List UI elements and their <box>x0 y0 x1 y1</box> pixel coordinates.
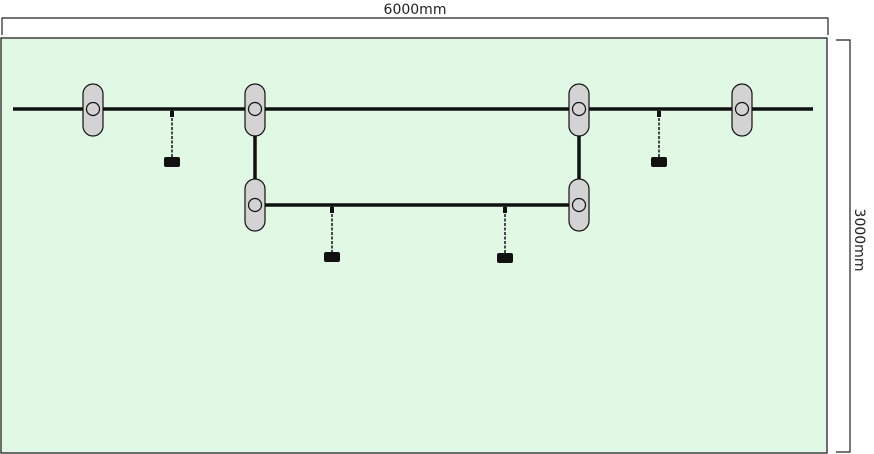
width-dimension: 6000mm <box>1 2 829 35</box>
pendant-light <box>497 205 513 263</box>
track-connector <box>568 83 590 137</box>
pendant-light <box>324 205 340 262</box>
height-dimension: 3000mm <box>836 39 867 453</box>
pendant-lamp <box>324 252 340 262</box>
width-dimension-label: 6000mm <box>384 2 447 18</box>
pendant-lamp <box>497 253 513 263</box>
track-connector <box>82 83 104 137</box>
pendant-canopy <box>503 207 507 213</box>
pendant-canopy <box>657 111 661 117</box>
pendant-canopy <box>170 111 174 117</box>
track-connector <box>244 83 266 137</box>
track-connector <box>244 178 266 232</box>
pendants <box>164 109 667 263</box>
width-dimension-line <box>1 17 829 35</box>
height-dimension-line <box>836 39 851 453</box>
room-floor-area <box>0 37 828 454</box>
track-connector <box>568 178 590 232</box>
track-connector <box>731 83 753 137</box>
pendant-light <box>651 109 667 167</box>
track-connectors <box>82 83 753 232</box>
pendant-lamp <box>164 157 180 167</box>
height-dimension-label: 3000mm <box>851 209 867 272</box>
pendant-light <box>164 109 180 167</box>
pendant-canopy <box>330 207 334 213</box>
pendant-lamp <box>651 157 667 167</box>
